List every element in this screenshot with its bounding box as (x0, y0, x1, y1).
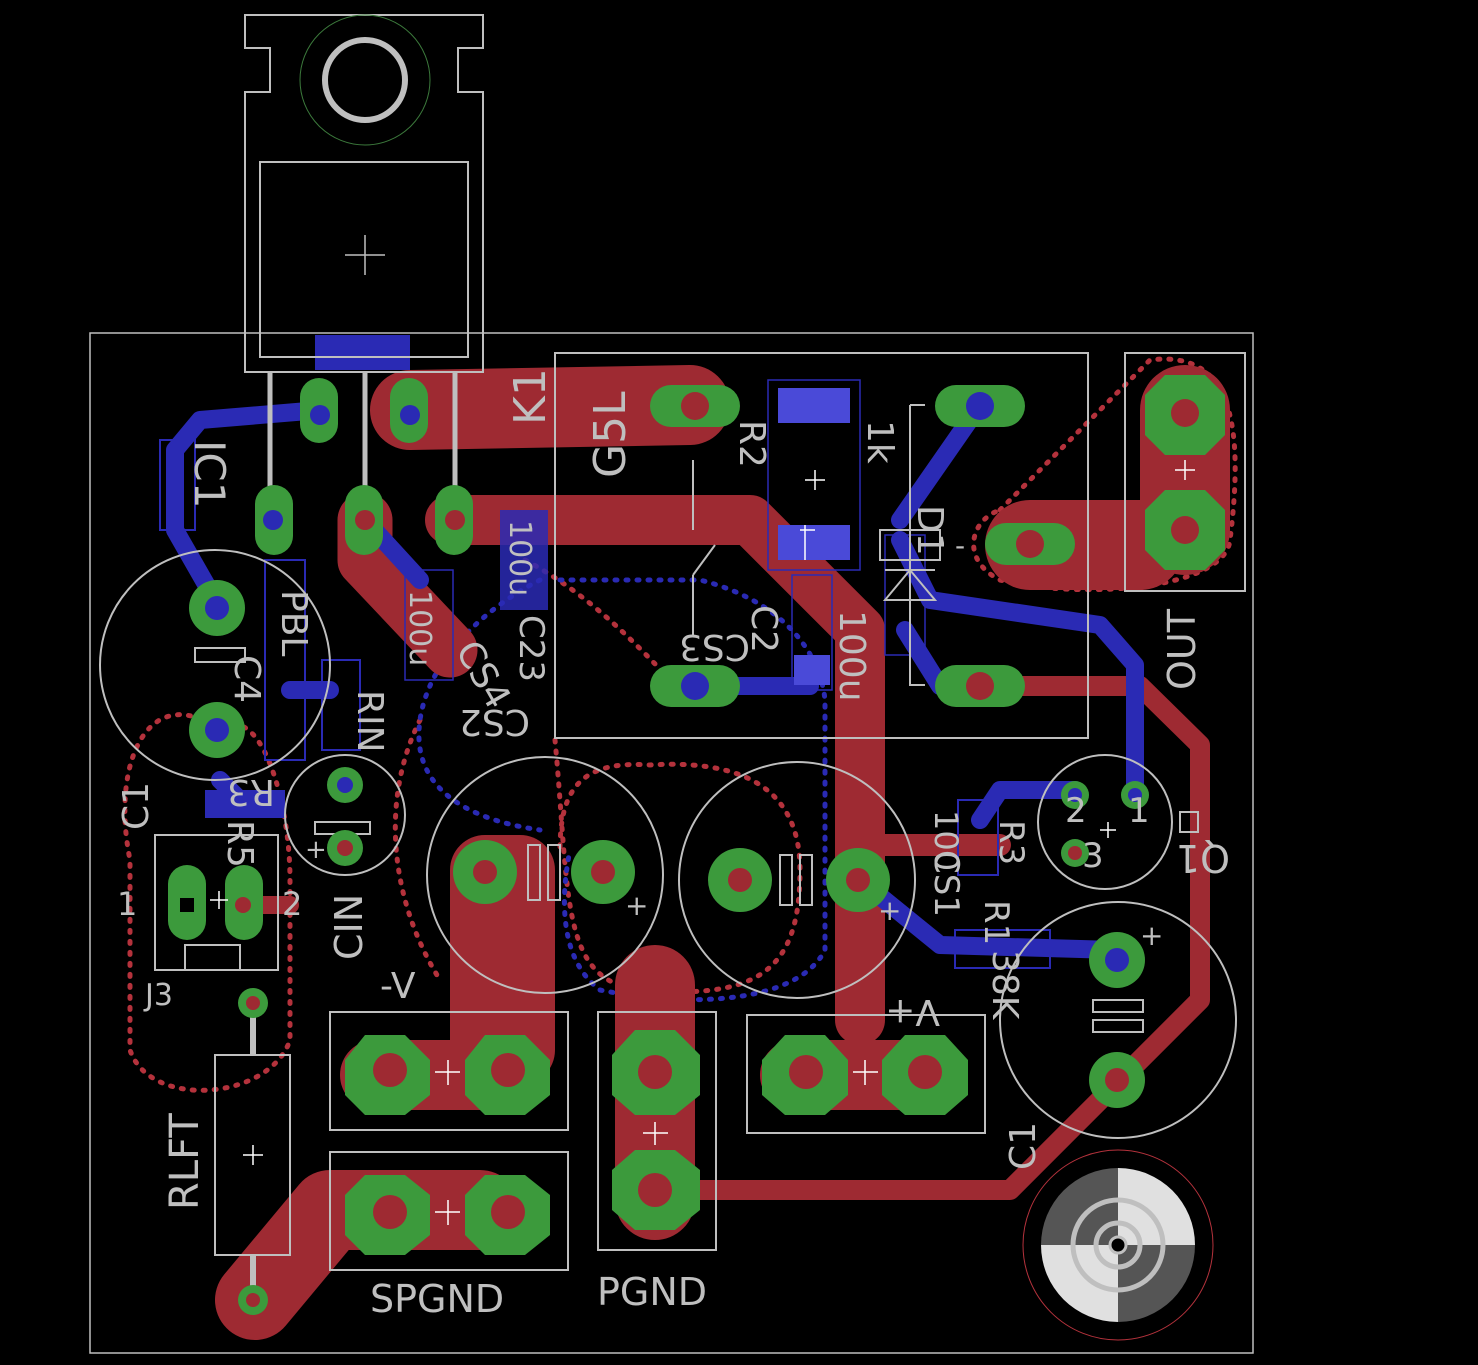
label-r1: R1 (976, 900, 1016, 945)
j3-outline (154, 834, 279, 971)
smd-c2 (791, 574, 833, 691)
label-c23: C23 (511, 615, 551, 682)
label-c4: C4 (226, 655, 267, 703)
smd-r2-pad-a (778, 388, 850, 423)
label-g5l: G5L (585, 391, 636, 478)
smd-d1 (884, 534, 926, 656)
smd-r5 (264, 559, 306, 761)
label-cs3: CS3 (679, 626, 750, 667)
label-pbl: PBL (273, 590, 314, 656)
label-spgnd: SPGND (370, 1277, 504, 1321)
label-k1: K1 (505, 368, 556, 425)
ic1-outline (244, 14, 484, 373)
label-cs1-value: 100 (927, 810, 965, 871)
ic1-body (259, 161, 469, 358)
smd-r1 (954, 929, 1051, 969)
label-plus-cs2: + (625, 889, 648, 922)
smd-components (159, 335, 1051, 969)
label-j3: J3 (143, 978, 173, 1013)
label-out: OUT (1160, 608, 1204, 690)
label-r2: R2 (731, 420, 772, 468)
label-ic1: IC1 (185, 440, 234, 508)
smd-cs4 (404, 569, 454, 681)
vplus-terminal (746, 1014, 986, 1134)
label-rin: RIN (349, 690, 390, 753)
label-q1-pin2: 2 (1065, 791, 1087, 831)
c4-outline (99, 549, 331, 781)
label-r1-value: 38K (984, 950, 1025, 1021)
label-cs1: CS1 (926, 850, 966, 917)
q1-outline (1037, 754, 1173, 890)
smd-ic1-pads (315, 335, 410, 370)
label-cs2: CS2 (459, 701, 530, 742)
smd-r2-pad-b (778, 525, 850, 560)
label-plus-cs3: + (878, 894, 901, 927)
k1-outline (554, 352, 1089, 739)
label-j3-pin2: 2 (282, 885, 302, 923)
ratsnest-blue (416, 577, 828, 1003)
smd-c23 (500, 510, 548, 610)
label-r2-value: 1k (859, 420, 900, 464)
label-val-c23: 100u (502, 520, 537, 596)
label-c2: C2 (743, 605, 784, 653)
mount-hole-br (1022, 1149, 1214, 1341)
spgnd-terminal (329, 1151, 569, 1271)
label-plus-cin: + (305, 835, 327, 865)
label-r5: R5 (219, 820, 260, 868)
label-cin: CIN (327, 894, 371, 960)
label-c1-right: C1 (1003, 1122, 1044, 1170)
out-outline (1124, 352, 1246, 592)
label-val-cs4: 100u (402, 590, 437, 666)
label-c1-left: C1 (116, 782, 157, 830)
ic1-mount-ring (299, 14, 431, 146)
label-c2-value: 100u (831, 610, 872, 702)
board-outline (89, 332, 1254, 1354)
cs3-outline (678, 761, 916, 999)
label-rlft: RLFT (162, 1113, 208, 1210)
label-q1: Q1 (1176, 836, 1230, 880)
smd-r2 (767, 379, 861, 571)
pgnd-terminal (597, 1011, 717, 1251)
labels: K1 G5L R2 1k C2 100u D1 OUT IC1 C4 PBL R… (116, 368, 1230, 1321)
smd-r3 (205, 790, 285, 818)
ic1-mount-hole (322, 37, 408, 123)
cs2-outline (426, 756, 664, 994)
label-r3-right: R3 (991, 820, 1031, 865)
label-d1: D1 (909, 505, 950, 556)
smd-c2-pad (794, 655, 830, 685)
label-pgnd: PGND (597, 1270, 707, 1314)
label-r3: R3 (227, 771, 275, 812)
label-j3-pin1: 1 (117, 885, 137, 923)
mount-hole-pattern (1041, 1168, 1195, 1322)
c1-outline (999, 901, 1237, 1139)
pads (168, 375, 1225, 1315)
label-vminus: -V (380, 966, 416, 1007)
smd-cs1 (957, 799, 999, 876)
label-minus-d1: - (955, 529, 965, 562)
label-q1-pin1: 1 (1128, 791, 1150, 831)
cin-outline (284, 754, 406, 876)
label-plus-c1: + (1140, 919, 1163, 952)
vminus-terminal (329, 1011, 569, 1131)
label-q1-pin3: 3 (1082, 836, 1104, 876)
label-vplus: V+ (885, 991, 940, 1032)
smd-c4 (159, 439, 196, 531)
